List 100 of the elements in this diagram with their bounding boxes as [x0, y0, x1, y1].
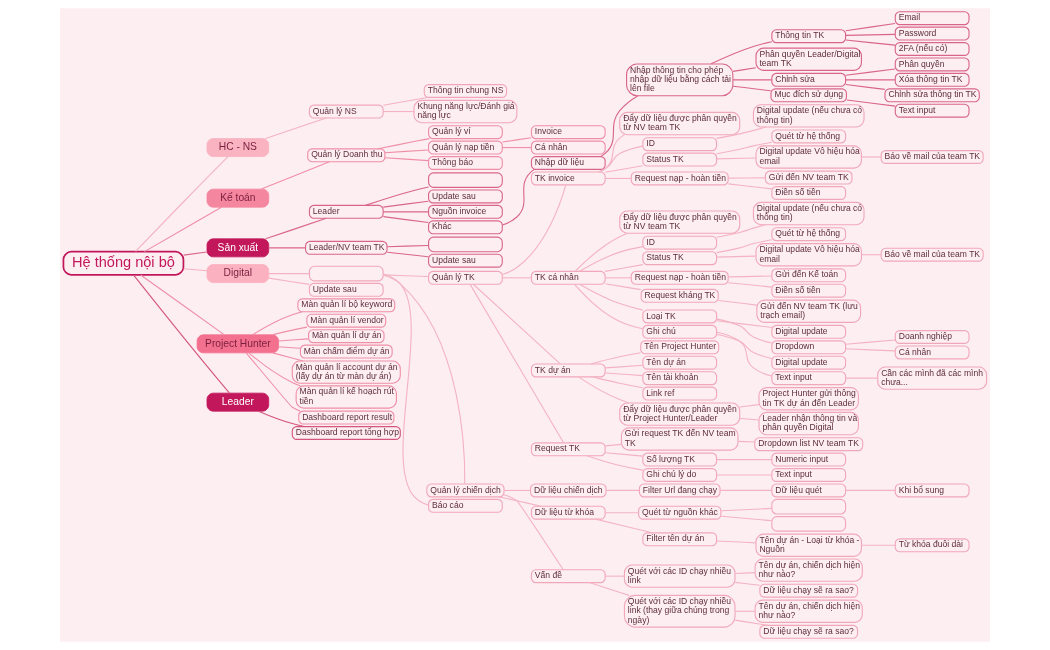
connector [737, 440, 755, 443]
connector [710, 41, 773, 65]
connector [845, 348, 896, 352]
connector [716, 320, 773, 329]
node-box: Filter Url đang chạy [638, 483, 721, 498]
node-box: Leader [206, 392, 270, 412]
connector [604, 452, 644, 457]
connector [473, 283, 561, 365]
node-box: Digital update Vô hiệu hóa email [755, 145, 862, 169]
connector [265, 117, 327, 140]
connector [586, 455, 644, 471]
node-box: Leader [308, 204, 384, 219]
node-box: Nhập dữ liệu [530, 156, 606, 170]
connector [716, 334, 773, 360]
connector [278, 338, 309, 342]
node-box: Password [894, 26, 970, 41]
connector [716, 239, 773, 254]
connector [382, 111, 415, 113]
connector [716, 459, 773, 461]
node-box: Quản lý ví [428, 125, 503, 140]
node-box: Digital update (nếu chưa có thông tin) [752, 104, 865, 128]
connector [846, 99, 896, 107]
connector [716, 224, 766, 238]
connector [501, 184, 567, 276]
node-box: Màn quản lí account dự án (lấy dự án từ màn dự án) [291, 360, 401, 384]
node-box: Hệ thống nội bộ [62, 250, 185, 276]
connector [377, 138, 430, 150]
node-box: Text input [771, 371, 847, 386]
connector [265, 217, 327, 240]
node-box: Thông báo [428, 156, 503, 170]
connector [734, 572, 756, 575]
node-box: Quét với các ID chạy nhiều link (thay giữa chúng trong ngày) [623, 594, 736, 628]
node-box: 2FA (nếu có) [894, 42, 970, 56]
connector [503, 494, 564, 571]
node-box: Màn quản lí kế hoạch rút tiền [295, 385, 397, 409]
connector [739, 404, 760, 408]
node-box: Request TK [530, 442, 606, 457]
node-box: Khung năng lực/Đánh giá năng lực [413, 99, 518, 124]
node-box: Màn quản lí vendor [306, 313, 387, 328]
connector [498, 496, 542, 507]
connector [600, 95, 639, 158]
node-box: Màn chấm điểm dự án [299, 344, 393, 359]
connector [604, 575, 625, 577]
node-box [428, 236, 503, 253]
connector [845, 489, 896, 491]
connector [604, 283, 642, 291]
node-box: Kế toán [206, 188, 270, 208]
connector [604, 512, 640, 514]
node-box: Link ref [642, 386, 718, 401]
node-box: Project Hunter [196, 334, 279, 354]
connector [732, 85, 772, 92]
connector [501, 137, 532, 143]
connector [845, 83, 886, 90]
node-box: Text input [894, 103, 970, 118]
node-box: Đẩy dữ liệu được phân quyền từ Project Hunter/Leader [619, 402, 741, 426]
node-box: Dữ liệu chiến dịch [530, 483, 607, 498]
connector [734, 619, 769, 626]
connector [251, 311, 303, 336]
connector [716, 157, 757, 160]
connector [719, 489, 773, 491]
node-box: Email [894, 11, 970, 26]
connector [382, 274, 466, 485]
connector [501, 147, 532, 149]
connector [245, 352, 301, 412]
connector [382, 216, 429, 224]
node-box: Text input [771, 468, 847, 482]
node-box: Đẩy dữ liệu được phân quyền từ NV team TK [619, 111, 741, 136]
node-box: Ghi chú lý do [642, 468, 718, 482]
node-box: Quét từ nguồn khác [638, 505, 722, 520]
node-box: Báo cáo [428, 498, 503, 513]
node-box: Loại TK [642, 309, 718, 324]
node-box: Từ khóa đuôi dài [894, 538, 970, 553]
connector [268, 277, 310, 285]
node-box: Quản lý NS [308, 104, 384, 119]
node-box: ID [642, 137, 718, 152]
connector [579, 246, 644, 272]
node-box: Cá nhân [894, 345, 970, 360]
connector [604, 264, 644, 272]
node-box: Khi bổ sung [894, 483, 970, 498]
node-box: Dashboard report tổng hợp [291, 426, 401, 440]
node-box: Tên dự án [642, 355, 718, 370]
node-box: Doanh nghiệp [894, 330, 970, 344]
connector [845, 33, 896, 36]
connector [845, 377, 879, 379]
connector [604, 372, 644, 377]
node-box: Gửi đến Kế toán [771, 268, 847, 283]
node-box: Filter tên dự án [642, 532, 718, 547]
node-box: Đẩy dữ liệu được phân quyền từ NV team TK [619, 210, 741, 234]
connector [382, 200, 429, 208]
node-box: Quản lý TK [428, 270, 503, 285]
connector [599, 134, 625, 173]
node-box: Điền số tiền [771, 283, 847, 298]
connector [604, 177, 632, 179]
node-box: Gửi request TK đến NV team TK [620, 427, 739, 451]
node-box: Digital update [771, 324, 847, 339]
connector [592, 376, 644, 389]
node-box: Digital update (nếu chưa có thông tin) [752, 201, 865, 226]
connector [574, 283, 644, 330]
node-box: Quản lý chiến dịch [426, 483, 505, 498]
node-box: HC - NS [206, 138, 270, 157]
